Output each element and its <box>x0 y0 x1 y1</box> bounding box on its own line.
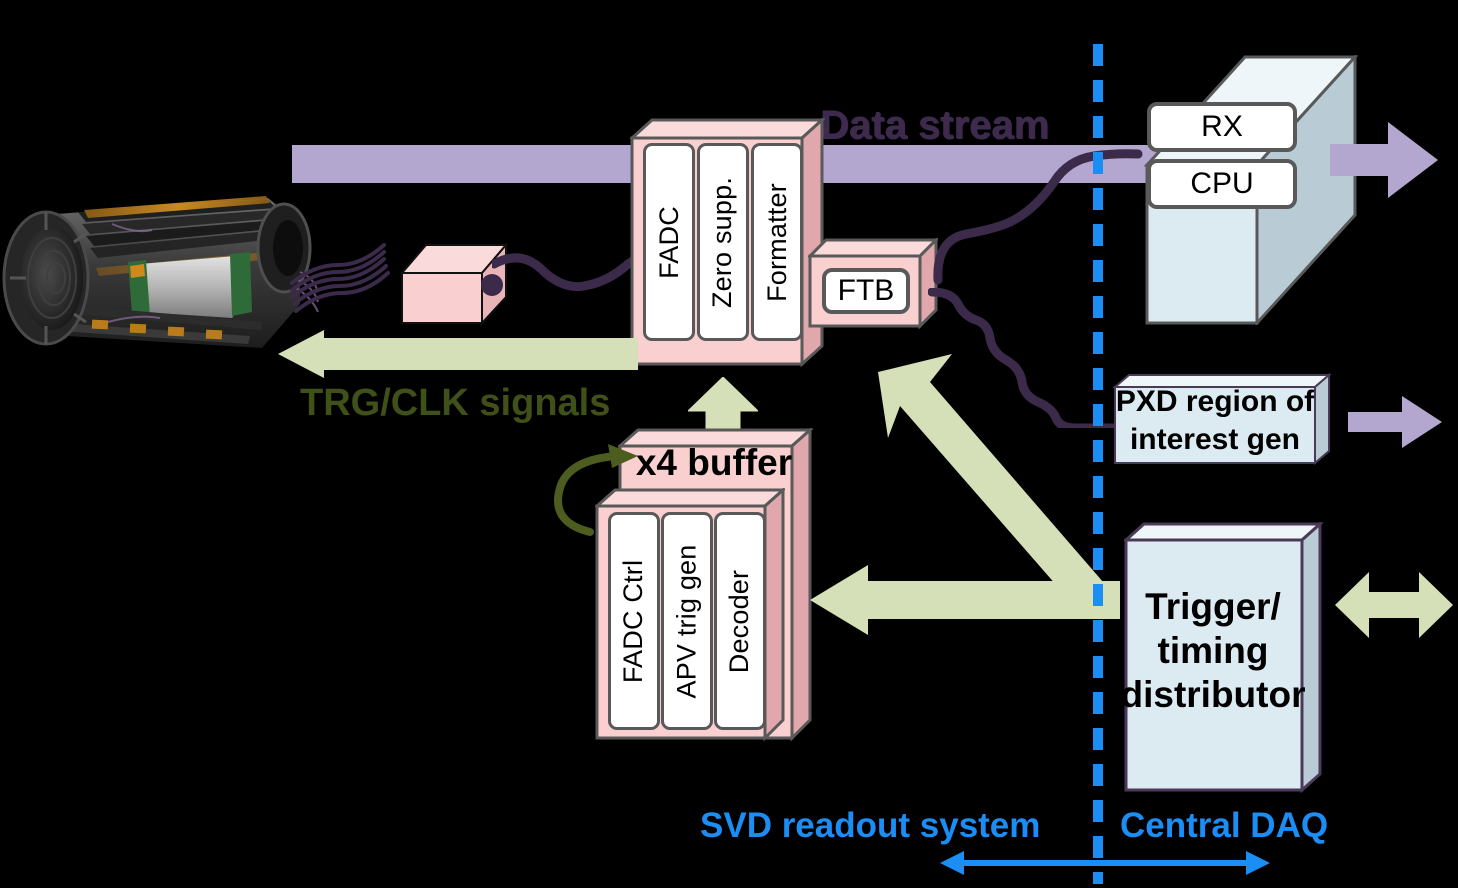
zero-supp-module-label: Zero supp. <box>707 176 738 308</box>
daq-ttd-node <box>1124 522 1324 794</box>
data-stream-label: Data stream <box>820 103 1050 147</box>
ftb-to-pxd-cable <box>928 288 1143 428</box>
daq-boundary-divider <box>1093 44 1103 884</box>
rx-label: RX <box>1201 110 1243 143</box>
trg-clk-label: TRG/CLK signals <box>300 382 611 424</box>
region-label-svd: SVD readout system <box>700 806 1041 845</box>
daq-pxd-node <box>1113 373 1333 468</box>
apv-trig-gen-module-label: APV trig gen <box>671 544 702 698</box>
region-span-arrow <box>940 851 1270 875</box>
fadc-module-card[interactable]: FADC <box>643 143 695 341</box>
ttd-to-ftb-diagonal-arrow <box>878 354 1110 610</box>
formatter-module-label: Formatter <box>761 182 792 302</box>
ttd-to-buffer-arrow <box>810 565 1120 635</box>
formatter-module-card[interactable]: Formatter <box>751 143 803 341</box>
cpu-label: CPU <box>1190 167 1254 200</box>
ttd-bidirectional-arrow <box>1335 572 1453 638</box>
zero-supp-module-card[interactable]: Zero supp. <box>697 143 749 341</box>
rx-output-arrow <box>1330 122 1438 198</box>
trg-clk-arrow <box>278 330 638 378</box>
ftb-card[interactable]: FTB <box>822 268 910 314</box>
ftb-to-rx-cable <box>933 149 1143 285</box>
region-label-daq: Central DAQ <box>1120 806 1329 845</box>
rx-card[interactable]: RX <box>1147 102 1297 152</box>
decoder-module-label: Decoder <box>724 569 755 673</box>
pxd-output-arrow <box>1348 396 1442 448</box>
fadc-module-label: FADC <box>653 205 684 279</box>
decoder-module-card[interactable]: Decoder <box>714 512 766 730</box>
svd-detector-render <box>0 172 320 372</box>
optical-link-cable <box>492 251 652 292</box>
fadc-ctrl-module-label: FADC Ctrl <box>618 559 649 683</box>
cpu-card[interactable]: CPU <box>1147 159 1297 209</box>
fadc-ctrl-module-card[interactable]: FADC Ctrl <box>608 512 660 730</box>
apv-trig-gen-module-card[interactable]: APV trig gen <box>661 512 713 730</box>
detector-cable-bundle <box>290 243 390 313</box>
ftb-label: FTB <box>837 274 895 307</box>
buffer-to-fadc-arrow <box>688 377 758 439</box>
buffer-loop-arrow <box>554 444 638 536</box>
